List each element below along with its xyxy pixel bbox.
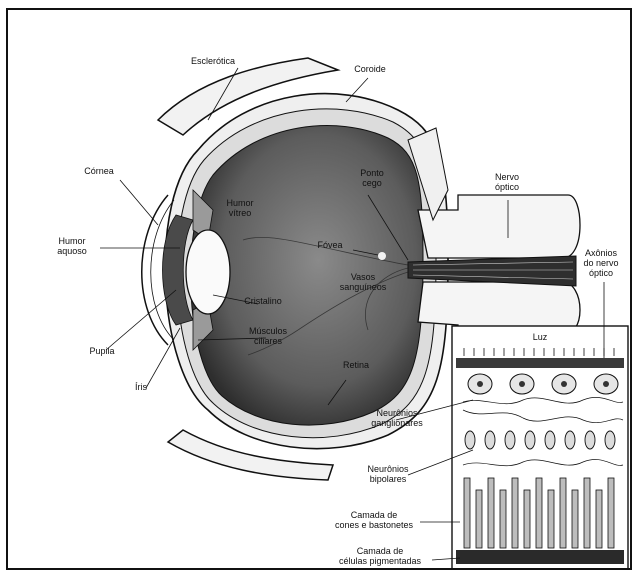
label-cristalino: Cristalino bbox=[236, 296, 290, 306]
label-cornea: Córnea bbox=[74, 166, 124, 176]
pigmented-layer bbox=[456, 550, 624, 564]
eye-diagram bbox=[8, 10, 632, 570]
label-ponto-cego: Ponto cego bbox=[350, 168, 394, 188]
label-retina: Retina bbox=[336, 360, 376, 370]
label-neuronios-ganglionares: Neurônios ganglionares bbox=[364, 408, 430, 428]
label-humor-vitreo: Humor vítreo bbox=[218, 198, 262, 218]
label-coroide: Coroide bbox=[340, 64, 400, 74]
label-humor-aquoso: Humor aquoso bbox=[46, 236, 98, 256]
label-musculos-ciliares: Músculos ciliares bbox=[242, 326, 294, 346]
label-camada-cones-bastonetes: Camada de cones e bastonetes bbox=[326, 510, 422, 530]
label-pupila: Pupila bbox=[82, 346, 122, 356]
eye-anatomy-figure: Esclerótica Coroide Córnea Humor vítreo … bbox=[6, 8, 632, 570]
label-nervo-optico: Nervo óptico bbox=[482, 172, 532, 192]
axon-band bbox=[456, 358, 624, 368]
label-luz: Luz bbox=[528, 332, 552, 342]
label-vasos-sanguineos: Vasos sanguíneos bbox=[334, 272, 392, 292]
fovea-spot bbox=[378, 252, 386, 260]
label-axonios-nervo-optico: Axônios do nervo óptico bbox=[576, 248, 626, 278]
label-fovea: Fóvea bbox=[310, 240, 350, 250]
label-camada-celulas-pigmentadas: Camada de células pigmentadas bbox=[326, 546, 434, 566]
label-esclerotica: Esclerótica bbox=[178, 56, 248, 66]
lens bbox=[186, 230, 230, 314]
label-neuronios-bipolares: Neurônios bipolares bbox=[358, 464, 418, 484]
label-iris: Íris bbox=[126, 382, 156, 392]
